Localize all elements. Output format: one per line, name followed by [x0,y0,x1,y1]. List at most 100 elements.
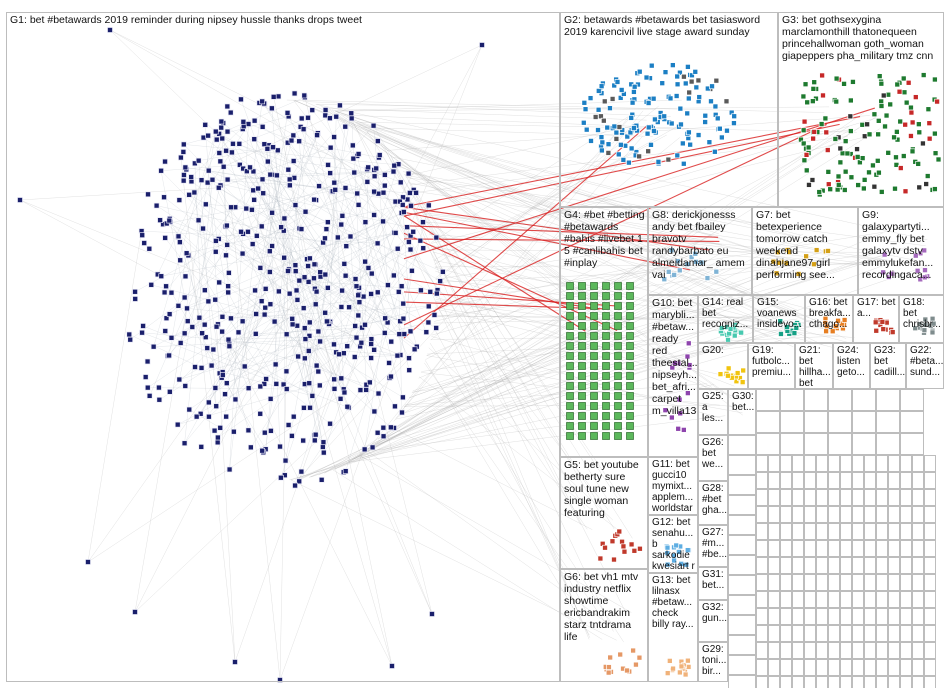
node [887,101,894,108]
node [306,333,313,339]
node [224,222,230,229]
node [309,393,316,399]
group-panel-g14: G14: real bet recogniz... [698,295,753,343]
node [800,140,807,147]
node [395,289,402,295]
node [921,247,928,254]
edge-line [435,290,744,401]
node [614,412,622,420]
node [738,329,744,336]
node [652,116,658,123]
small-group-cell [888,455,900,472]
node [854,154,861,160]
node [283,368,290,375]
node [883,112,890,119]
edge-line [295,204,364,297]
node [590,302,598,310]
node [620,543,627,550]
edge-line [300,126,339,238]
edge-line [169,220,296,266]
node [285,268,291,274]
node [716,125,723,132]
node [229,149,235,156]
edge-line [269,221,384,273]
node [374,240,381,247]
node [375,390,382,397]
edge-line [109,29,404,198]
group-panel-g2: G2: betawards #betawards bet tasiasword … [560,12,778,207]
node [175,302,182,309]
node [347,233,354,240]
node [257,265,264,271]
edge-line [254,138,375,216]
small-group-cell [756,608,768,625]
small-group-cell [756,676,768,688]
small-group-cell [804,411,828,433]
small-group-cell [828,523,840,540]
node [590,282,598,290]
node [17,197,23,203]
small-group-cell [924,472,936,489]
node [196,314,203,321]
edge-line [290,479,617,641]
node [431,312,438,318]
node [864,121,870,128]
edge-line [218,187,399,293]
node [205,298,212,305]
node [193,413,200,420]
node [366,379,373,386]
node [686,89,693,96]
node [368,336,375,342]
node [141,240,148,246]
node [327,420,333,427]
edge-line [334,110,688,231]
small-group-cell [912,591,924,608]
node [264,145,271,152]
small-group-cell [912,540,924,557]
node [837,159,844,166]
edge-line [350,119,586,509]
node [811,129,818,135]
node [926,135,933,142]
node [590,312,598,320]
node [872,319,879,326]
edge-line [153,131,216,347]
node [401,209,407,215]
node [825,169,832,175]
node [224,176,231,183]
node [811,261,817,268]
edge-line [304,327,345,393]
small-group-cell [768,489,780,506]
group-panel-g6: G6: bet vh1 mtv industry netflix showtim… [560,569,648,682]
small-group-cell [804,540,816,557]
node [614,432,622,440]
node [270,144,276,151]
node [364,179,371,185]
node [323,226,330,232]
small-group-cell [792,642,804,659]
edge-line [432,251,581,525]
node [322,107,329,113]
node [626,322,634,330]
node [239,250,246,257]
node [601,98,608,105]
node [392,230,399,236]
edge-line [348,251,725,463]
group-panel-g28: G28: #bet gha... [698,481,728,525]
edge-line [230,207,281,681]
node [392,403,398,410]
edge-line [428,347,614,521]
node [280,381,287,388]
node [578,342,586,350]
edge-line [249,167,392,342]
node [614,302,622,310]
edge-line [329,108,727,394]
node [832,323,839,329]
node [344,343,351,350]
edge-line [404,383,708,406]
node [168,334,175,341]
node [837,145,844,152]
edge-line [327,320,375,351]
node [905,79,912,86]
edge-line [374,137,583,310]
